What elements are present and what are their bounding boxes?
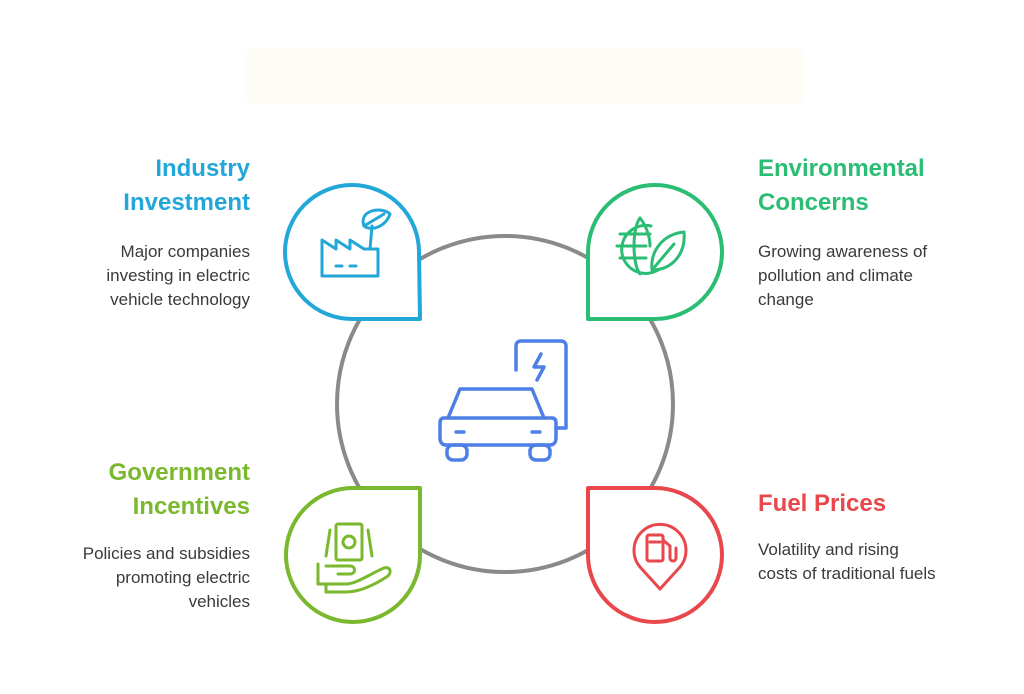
blurred-title bbox=[245, 48, 805, 104]
environment-teardrop bbox=[586, 183, 724, 321]
fuel-prices-title: Fuel Prices bbox=[758, 490, 887, 517]
government-incentives-title: Government Incentives bbox=[108, 459, 250, 520]
fuel-pump-icon bbox=[632, 522, 688, 591]
industry-investment-description: Major companies investing in electric ve… bbox=[106, 242, 250, 309]
industry-teardrop bbox=[283, 183, 422, 321]
government-teardrop bbox=[284, 486, 422, 624]
government-incentives-description: Policies and subsidies promoting electri… bbox=[82, 544, 250, 611]
electric-car-charger-icon bbox=[438, 339, 568, 462]
environmental-concerns-title: Environmental Concerns bbox=[758, 155, 925, 216]
industry-investment-title: Industry Investment bbox=[123, 155, 250, 216]
environmental-concerns-description: Growing awareness of pollution and clima… bbox=[758, 242, 928, 309]
fuel-teardrop bbox=[586, 486, 724, 624]
fuel-prices-description: Volatility and rising costs of tradition… bbox=[758, 540, 936, 583]
money-hand-icon bbox=[316, 522, 392, 594]
central-ring bbox=[335, 234, 675, 574]
globe-leaf-icon bbox=[615, 216, 686, 276]
factory-leaf-icon bbox=[320, 208, 392, 278]
